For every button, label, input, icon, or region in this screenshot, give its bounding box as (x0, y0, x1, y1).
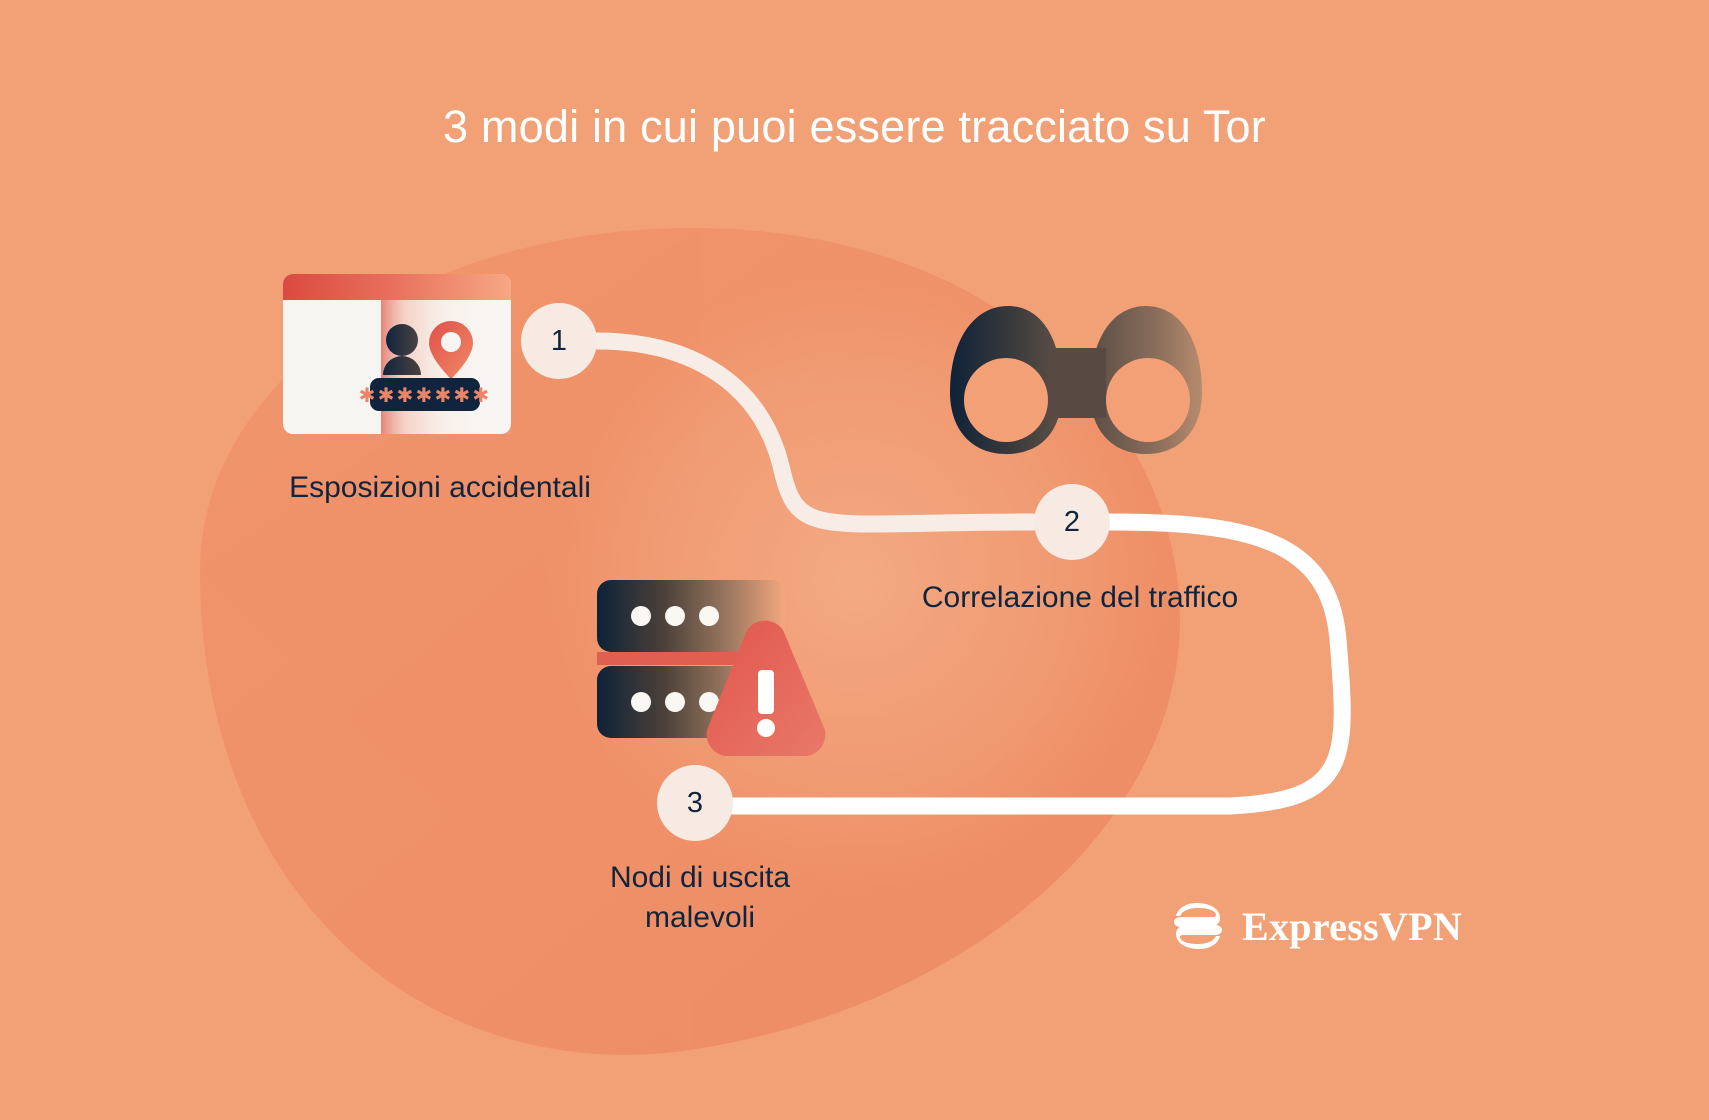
expressvpn-logo-text: ExpressVPN (1242, 903, 1463, 949)
password-field: ✱✱✱✱✱✱✱ (359, 378, 492, 411)
warning-exclamation-dot (757, 719, 775, 737)
server-rack-warning-icon (597, 580, 826, 756)
status-dot (631, 606, 651, 626)
status-dot (665, 692, 685, 712)
status-dot (699, 606, 719, 626)
step-label-1: Esposizioni accidentali (289, 471, 591, 504)
step-label-2: Correlazione del traffico (921, 581, 1239, 614)
connector-2-to-3 (724, 513, 1351, 815)
binoculars-bridge (1050, 348, 1106, 418)
step-badge-2[interactable]: 2 (1034, 484, 1110, 560)
connector-1-to-2 (588, 332, 1043, 533)
location-pin-icon (429, 321, 473, 379)
expressvpn-logo[interactable]: ExpressVPN (1168, 890, 1468, 962)
warning-exclamation-stem (758, 670, 774, 714)
browser-window-credentials-icon: ✱✱✱✱✱✱✱ (283, 274, 511, 434)
user-avatar-icon (383, 324, 421, 375)
password-mask-text: ✱✱✱✱✱✱✱ (359, 383, 492, 407)
expressvpn-e-mark-icon (1174, 903, 1222, 949)
step-badge-3[interactable]: 3 (657, 765, 733, 841)
background-leaf-facet (200, 228, 700, 1050)
binoculars-right-lens (1100, 358, 1196, 442)
binoculars-icon (950, 306, 1202, 454)
step-badge-1-number: 1 (550, 324, 568, 357)
binoculars-left-lens (958, 358, 1054, 442)
warning-triangle-icon (706, 620, 826, 756)
step-badge-3-number: 3 (686, 786, 704, 819)
status-dot (631, 692, 651, 712)
page-title: 3 modi in cui puoi essere tracciato su T… (443, 101, 1266, 152)
status-dot (665, 606, 685, 626)
step-badge-2-number: 2 (1063, 505, 1081, 538)
status-dot (699, 692, 719, 712)
server-rack-top (597, 580, 785, 652)
step-badge-1[interactable]: 1 (521, 303, 597, 379)
step-label-3: Nodi di uscita malevoli (609, 861, 791, 934)
browser-titlebar (283, 274, 511, 300)
